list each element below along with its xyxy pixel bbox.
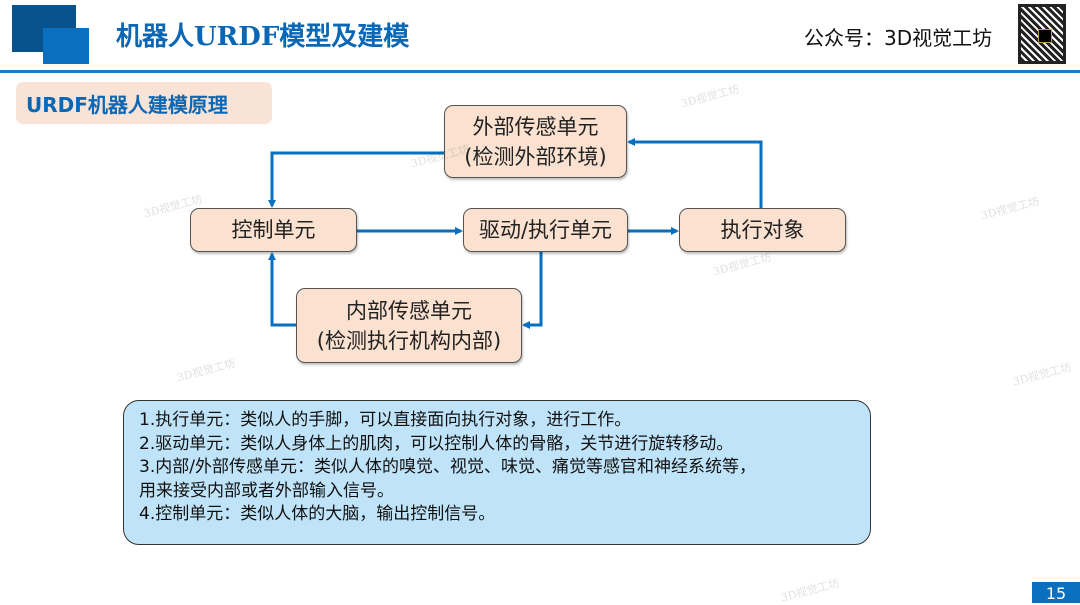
- note-line: 用来接受内部或者外部输入信号。: [139, 480, 394, 501]
- internal-sensor-desc: (检测执行机构内部): [316, 328, 502, 353]
- note-line: 3.内部/外部传感单元：类似人体的嗅觉、视觉、味觉、痛觉等感官和神经系统等，: [139, 457, 756, 477]
- qr-code-icon: [1018, 4, 1066, 64]
- arrow-external-to-control: [268, 151, 444, 208]
- drive-unit-box: 驱动/执行单元: [463, 208, 628, 252]
- slide-title: 机器人URDF模型及建模: [116, 22, 410, 52]
- target-label: 执行对象: [720, 218, 805, 242]
- logo-square-light: [43, 28, 89, 64]
- target-box: 执行对象: [679, 208, 846, 252]
- internal-sensor-label: 内部传感单元: [346, 298, 472, 323]
- arrow-target-to-external: [627, 138, 763, 208]
- internal-sensor-box: 内部传感单元 (检测执行机构内部): [296, 288, 522, 363]
- control-unit-label: 控制单元: [231, 218, 316, 242]
- notes-box: 1.执行单元：类似人的手脚，可以直接面向执行对象，进行工作。 2.驱动单元：类似…: [123, 400, 871, 545]
- arrow-drive-to-internal: [522, 252, 543, 329]
- drive-unit-label: 驱动/执行单元: [478, 218, 613, 242]
- page-number: 15: [1032, 582, 1080, 603]
- arrow-internal-to-control: [268, 252, 296, 327]
- note-line: 2.驱动单元：类似人身体上的肌肉，可以控制人体的骨骼，关节进行旋转移动。: [139, 433, 734, 454]
- note-line: 1.执行单元：类似人的手脚，可以直接面向执行对象，进行工作。: [139, 410, 632, 430]
- external-sensor-label: 外部传感单元: [472, 114, 599, 139]
- note-line: 4.控制单元：类似人体的大脑，输出控制信号。: [139, 504, 496, 524]
- section-title: URDF机器人建模原理: [16, 82, 272, 124]
- external-sensor-box: 外部传感单元 (检测外部环境): [444, 105, 627, 178]
- header-divider: [0, 70, 1080, 73]
- external-sensor-desc: (检测外部环境): [464, 144, 607, 169]
- account-label: 公众号：3D视觉工坊: [804, 26, 993, 50]
- control-unit-box: 控制单元: [190, 208, 357, 252]
